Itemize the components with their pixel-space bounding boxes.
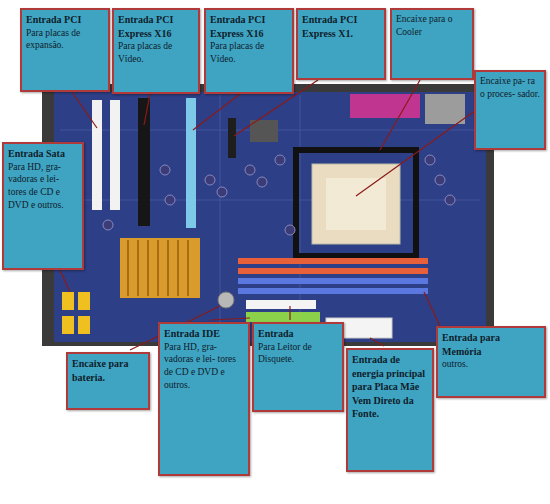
sata-connector xyxy=(62,292,74,310)
callout-heading: Entrada PCI Express X16 xyxy=(118,13,194,40)
callout-box: Entrada de energia principal para Placa … xyxy=(346,348,434,472)
sata-connector xyxy=(78,292,90,310)
callout-text: outros. xyxy=(442,358,540,371)
pcie-x16-slot xyxy=(138,98,150,226)
callout-text: Para placas de Vídeo. xyxy=(210,40,288,66)
photo-background xyxy=(42,84,494,346)
callout-box: Entrada para Memóriaoutros. xyxy=(436,326,546,398)
callout-heading: Entrada para Memória xyxy=(442,331,540,358)
callout-box: Entrada PCIPara placas de expansão. xyxy=(20,8,110,92)
callout-heading: Encaixe para bateria. xyxy=(72,357,144,384)
memory-slot xyxy=(238,288,428,294)
callout-box: Encaixe pa- ra o proces- sador. xyxy=(474,70,546,150)
circuit-board xyxy=(54,92,486,342)
cpu-socket xyxy=(326,178,386,230)
callout-heading: Encaixe pa- ra o proces- sador. xyxy=(480,75,540,101)
callout-heading: Entrada Sata xyxy=(8,147,78,161)
callout-box: Entrada PCI Express X1. xyxy=(296,8,386,80)
cpu-socket xyxy=(312,164,400,244)
pci-slot xyxy=(110,100,120,210)
callout-heading: Entrada xyxy=(258,327,338,341)
battery xyxy=(218,292,234,308)
chip xyxy=(250,120,278,142)
callout-box: Encaixe para bateria. xyxy=(66,352,150,410)
pcie-x16-slot xyxy=(186,98,196,228)
capacitors xyxy=(103,155,455,235)
callout-text: Para HD, gra- vadoras e lei- tores de CD… xyxy=(8,161,78,212)
callout-box: Entrada SataPara HD, gra- vadoras e lei-… xyxy=(2,142,84,270)
callout-heading: Entrada PCI xyxy=(26,13,104,27)
board-traces xyxy=(60,95,480,340)
memory-slot xyxy=(238,278,428,284)
callout-box: Entrada PCI Express X16Para placas de Ví… xyxy=(204,8,294,94)
leader-lines xyxy=(60,80,476,350)
floppy-connector xyxy=(246,300,316,309)
callout-heading: Encaixe para o Cooler xyxy=(396,13,468,39)
callout-box: EntradaPara Leitor de Disquete. xyxy=(252,322,344,412)
callout-heading: Entrada IDE xyxy=(164,327,244,341)
callout-box: Encaixe para o Cooler xyxy=(390,8,474,80)
heatsink-fins xyxy=(128,240,188,296)
rear-ports xyxy=(425,94,465,124)
pci-slot xyxy=(92,100,102,210)
callout-heading: Entrada de energia principal para Placa … xyxy=(352,353,428,421)
pcie-x1-slot xyxy=(228,118,236,158)
callout-box: Entrada IDEPara HD, gra- vadoras e lei- … xyxy=(158,322,250,476)
memory-slot xyxy=(238,258,428,264)
callout-box: Entrada PCI Express X16Para placas de Ví… xyxy=(112,8,200,94)
heatsink xyxy=(120,238,200,298)
sata-connector xyxy=(78,316,90,334)
callout-text: Para HD, gra- vadoras e lei- tores de CD… xyxy=(164,341,244,392)
sata-connector xyxy=(62,316,74,334)
memory-slot xyxy=(238,268,428,274)
callout-heading: Entrada PCI Express X1. xyxy=(302,13,380,40)
callout-text: Para Leitor de Disquete. xyxy=(258,341,338,367)
ide-connector xyxy=(246,312,320,322)
callout-text: Para placas de Vídeo. xyxy=(118,40,194,66)
callout-heading: Entrada PCI Express X16 xyxy=(210,13,288,40)
callout-text: Para placas de expansão. xyxy=(26,27,104,53)
